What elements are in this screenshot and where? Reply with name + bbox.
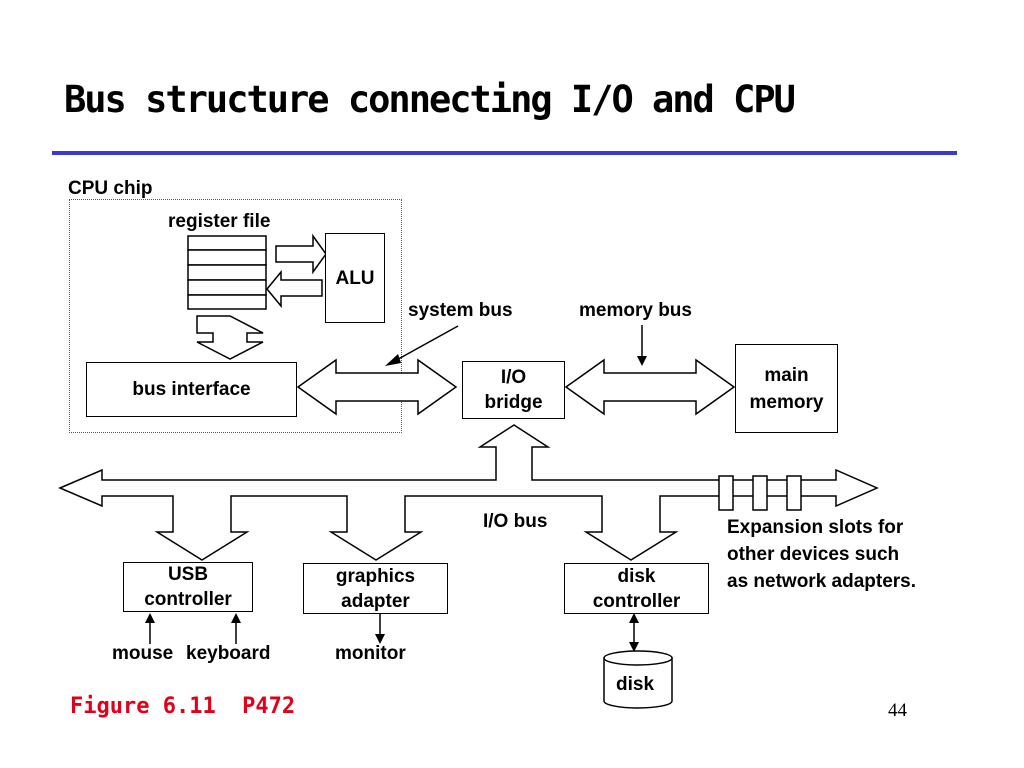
usb-controller-label-line-2: controller xyxy=(144,589,232,610)
memory-bus-arrow xyxy=(564,358,736,416)
system-bus-pointer xyxy=(392,325,459,363)
graphics-adapter-label-line-1: graphics xyxy=(335,565,416,587)
alu-to-regfile-arrow xyxy=(266,269,323,309)
keyboard-label: keyboard xyxy=(186,643,271,664)
slide-title: Bus structure connecting I/O and CPU xyxy=(64,78,796,121)
bus-interface-box: bus interface xyxy=(86,362,297,417)
io-bus-label: I/O bus xyxy=(483,511,548,532)
expansion-note-line-2: other devices such xyxy=(727,544,900,565)
io-bridge-label-line-2: bridge xyxy=(484,392,543,413)
alu-box: ALU xyxy=(325,233,385,323)
expansion-note-line-3: as network adapters. xyxy=(727,571,917,592)
expansion-slot xyxy=(752,475,768,511)
page-number: 44 xyxy=(888,700,907,721)
regfile-bus-interface-arrow xyxy=(196,315,264,360)
graphics-adapter-box: graphics adapter xyxy=(303,563,448,614)
register-file xyxy=(187,235,267,310)
memory-bus-label: memory bus xyxy=(579,300,692,321)
system-bus-arrow xyxy=(296,358,458,416)
io-bridge-box: I/O bridge xyxy=(462,361,565,419)
figure-reference: Figure 6.11 P472 xyxy=(70,694,296,719)
alu-label: ALU xyxy=(335,267,375,289)
io-bus-arrow xyxy=(58,424,879,561)
monitor-label: monitor xyxy=(335,643,406,664)
cpu-chip-label: CPU chip xyxy=(68,178,153,199)
cpu-chip-boundary xyxy=(69,199,402,433)
main-memory-label-line-1: main xyxy=(764,364,809,386)
expansion-slots-note: Expansion slots for other devices such a… xyxy=(727,514,916,595)
expansion-slot xyxy=(718,475,734,511)
disk-controller-box: disk controller xyxy=(564,563,709,614)
disk-controller-label-line-2: controller xyxy=(592,590,681,612)
disk-controller-label-line-1: disk xyxy=(617,565,656,587)
io-bridge-label-line-1: I/O xyxy=(500,367,527,388)
register-file-label: register file xyxy=(168,211,271,232)
bus-interface-label: bus interface xyxy=(132,379,251,400)
expansion-slot xyxy=(786,475,802,511)
title-underline xyxy=(52,151,957,155)
mouse-label: mouse xyxy=(112,643,174,664)
disk-label: disk xyxy=(616,674,655,695)
usb-controller-box: USB controller xyxy=(123,562,253,612)
regfile-to-alu-arrow xyxy=(275,233,327,275)
main-memory-box: main memory xyxy=(735,344,838,433)
system-bus-label: system bus xyxy=(408,300,513,321)
expansion-note-line-1: Expansion slots for xyxy=(727,517,904,538)
usb-controller-label-line-1: USB xyxy=(167,564,209,585)
graphics-adapter-label-line-2: adapter xyxy=(341,590,410,612)
main-memory-label-line-2: memory xyxy=(749,391,824,413)
disk-cylinder xyxy=(603,650,673,709)
